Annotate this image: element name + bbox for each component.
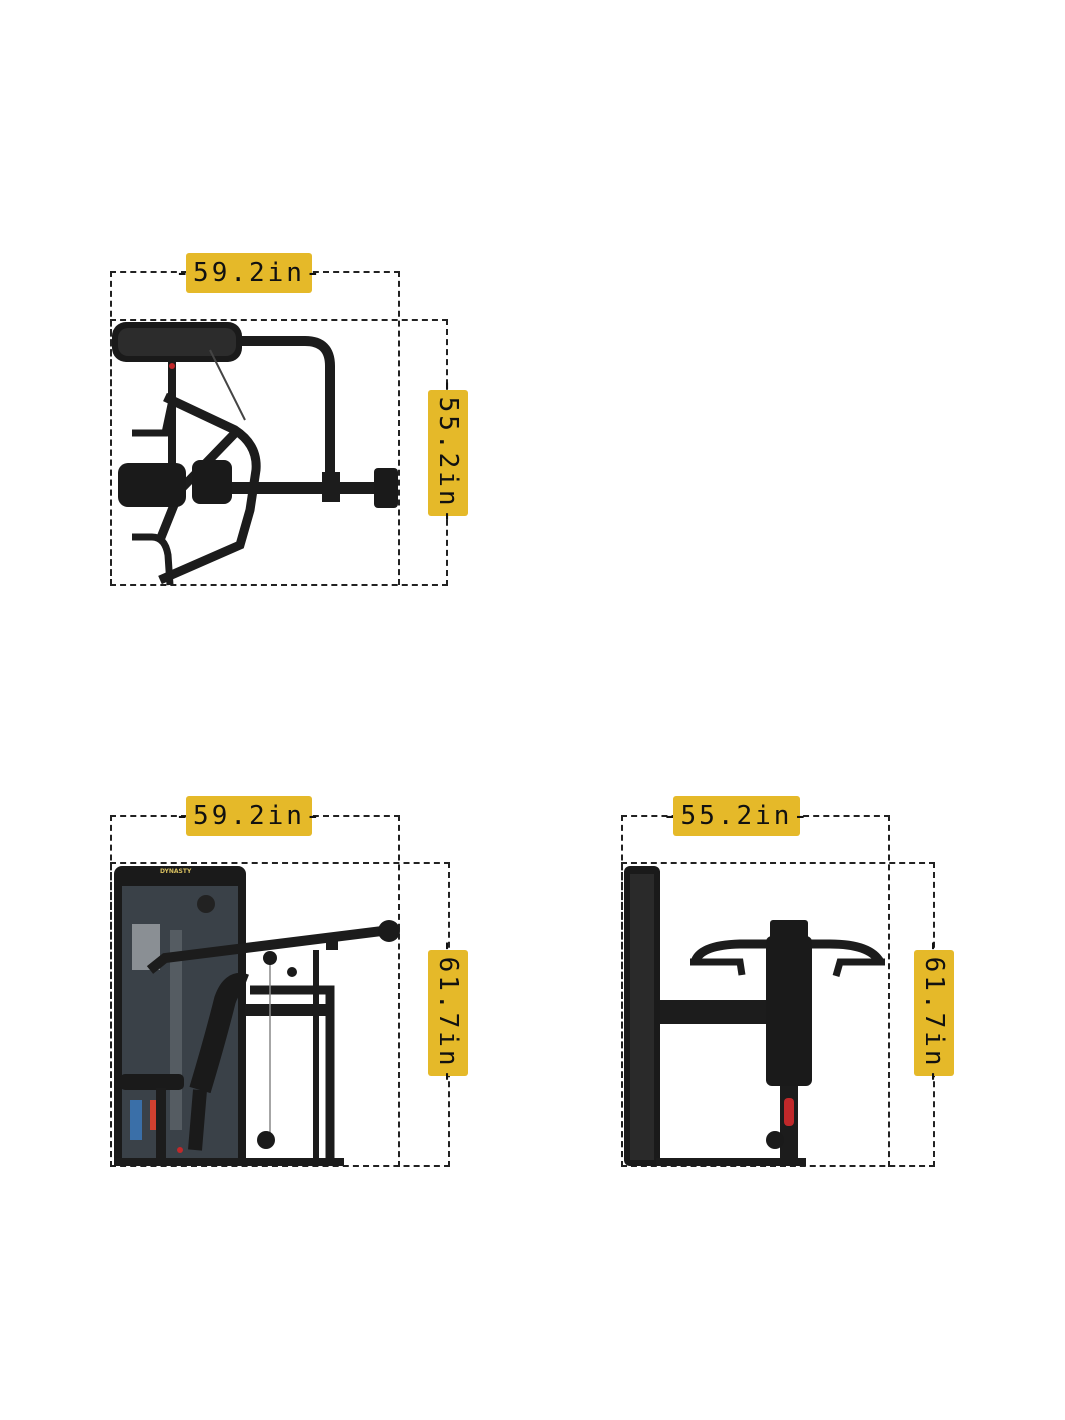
brand-logo-text: DYNASTY <box>160 868 192 875</box>
front-height-label: -61.7in- <box>914 938 954 1088</box>
front-width-label: -55.2in- <box>662 796 808 836</box>
top-depth-label: -55.2in- <box>428 378 468 528</box>
top-width-label: -59.2in- <box>174 253 321 293</box>
side-height-label: -61.7in- <box>428 938 468 1088</box>
side-width-label: -59.2in- <box>174 796 321 836</box>
